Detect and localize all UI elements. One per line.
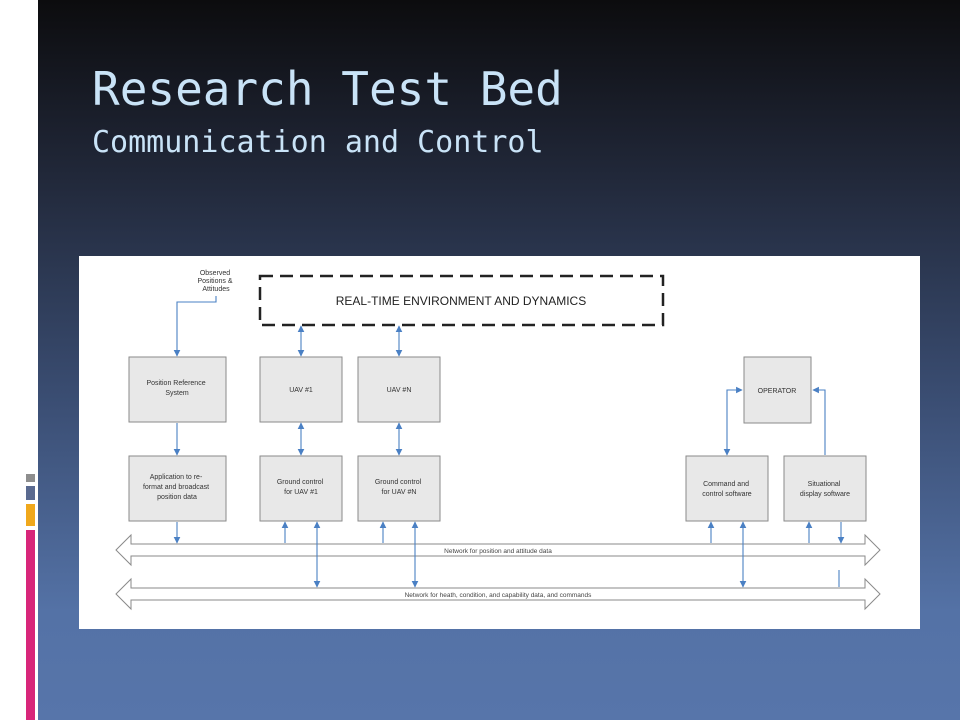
svg-text:Position Reference Sys: Position Reference System <box>146 380 207 397</box>
application-box: Application to re- format and broadcast … <box>128 455 227 522</box>
accent-bar-magenta <box>26 530 35 720</box>
svg-text:UAV #N: UAV #N <box>387 387 412 394</box>
svg-text:Application to re- for: Application to re- format and broadcast … <box>143 474 211 501</box>
position-network-arrow: Network for position and attitude data <box>115 533 881 567</box>
ground-control-1-box: Ground control for UAV #1 <box>259 455 343 522</box>
position-reference-box: Position Reference System <box>128 356 227 423</box>
svg-text:UAV #1: UAV #1 <box>289 387 313 394</box>
health-network-arrow: Network for heath, condition, and capabi… <box>115 577 881 611</box>
uav-n-box: UAV #N <box>357 356 441 423</box>
slide-title: Research Test Bed <box>92 62 563 116</box>
situational-to-operator-connector <box>812 386 826 455</box>
uav-1-box: UAV #1 <box>259 356 343 423</box>
command-operator-connector <box>723 386 743 456</box>
environment-box: REAL-TIME ENVIRONMENT AND DYNAMICS <box>258 274 665 327</box>
position-network-label: Network for position and attitude data <box>444 548 552 555</box>
svg-text:Situational display so: Situational display software <box>800 481 850 498</box>
accent-bar-navy <box>26 486 35 500</box>
operator-box: OPERATOR <box>743 356 812 424</box>
observed-to-position-ref-connector <box>173 296 217 357</box>
svg-text:Command and control so: Command and control software <box>702 481 752 498</box>
situational-display-box: Situational display software <box>783 455 867 522</box>
connectors <box>173 296 845 588</box>
svg-text:Ground control for UAV: Ground control for UAV #1 <box>277 479 325 496</box>
architecture-diagram-svg: Observed Positions & Attitudes REAL-TIME… <box>115 270 881 611</box>
slide-subtitle: Communication and Control <box>92 125 544 160</box>
environment-label: REAL-TIME ENVIRONMENT AND DYNAMICS <box>336 294 586 308</box>
health-network-label: Network for heath, condition, and capabi… <box>405 592 593 599</box>
command-control-box: Command and control software <box>685 455 769 522</box>
architecture-diagram: Observed Positions & Attitudes REAL-TIME… <box>79 256 920 629</box>
observed-positions-label: Observed Positions & Attitudes <box>198 270 235 293</box>
accent-bar-gray <box>26 474 35 482</box>
svg-text:OPERATOR: OPERATOR <box>758 388 797 395</box>
svg-text:Ground control for UAV: Ground control for UAV #N <box>375 479 423 496</box>
ground-control-n-box: Ground control for UAV #N <box>357 455 441 522</box>
accent-bar-orange <box>26 504 35 526</box>
